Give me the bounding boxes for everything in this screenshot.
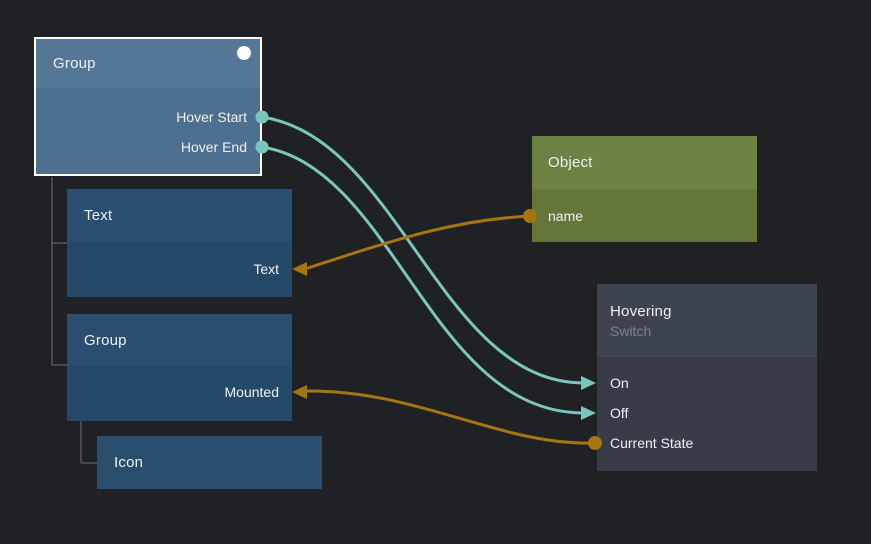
- node-group-selected[interactable]: Group Hover Start Hover End: [34, 37, 262, 176]
- node-header[interactable]: Hovering Switch: [597, 284, 817, 357]
- node-object[interactable]: Object name: [532, 136, 757, 242]
- arrowhead-mounted[interactable]: [292, 385, 307, 399]
- node-subtitle: Switch: [610, 322, 652, 339]
- port-mounted[interactable]: Mounted: [224, 384, 279, 400]
- node-title: Icon: [114, 454, 144, 471]
- node-body: Text: [67, 242, 292, 297]
- node-title: Hovering: [610, 302, 672, 320]
- node-header[interactable]: Text: [67, 189, 292, 242]
- port-on[interactable]: On: [610, 375, 629, 391]
- node-body: Mounted: [67, 366, 292, 421]
- node-title: Object: [548, 154, 593, 171]
- node-body: name: [532, 189, 757, 242]
- node-title: Text: [84, 207, 113, 224]
- selection-indicator-dot[interactable]: [237, 46, 251, 60]
- node-hovering-switch[interactable]: Hovering Switch On Off Current State: [597, 284, 817, 471]
- node-group-child[interactable]: Group Mounted: [67, 314, 292, 421]
- port-hover-end[interactable]: Hover End: [180, 139, 247, 155]
- wire-name-to-text[interactable]: [306, 214, 532, 270]
- port-off[interactable]: Off: [610, 405, 629, 421]
- node-header[interactable]: Group: [67, 314, 292, 366]
- node-header[interactable]: Icon: [97, 436, 322, 489]
- node-body: On Off Current State: [597, 357, 817, 471]
- hierarchy-line-icon-child: [80, 421, 97, 464]
- arrowhead-off[interactable]: [581, 406, 596, 420]
- node-title: Group: [84, 331, 127, 349]
- node-header[interactable]: Group: [36, 39, 260, 88]
- node-title: Group: [53, 55, 96, 72]
- wire-current-state-to-mounted[interactable]: [304, 389, 597, 445]
- arrowhead-on[interactable]: [581, 376, 596, 390]
- node-icon[interactable]: Icon: [97, 436, 322, 489]
- node-text[interactable]: Text Text: [67, 189, 292, 297]
- hierarchy-line-group-children: [51, 177, 67, 366]
- port-current-state[interactable]: Current State: [610, 435, 694, 451]
- arrowhead-text[interactable]: [292, 262, 307, 276]
- port-name[interactable]: name: [548, 208, 584, 224]
- node-header[interactable]: Object: [532, 136, 757, 189]
- port-text[interactable]: Text: [253, 261, 279, 277]
- node-body: Hover Start Hover End: [36, 88, 260, 174]
- port-hover-start[interactable]: Hover Start: [176, 109, 247, 125]
